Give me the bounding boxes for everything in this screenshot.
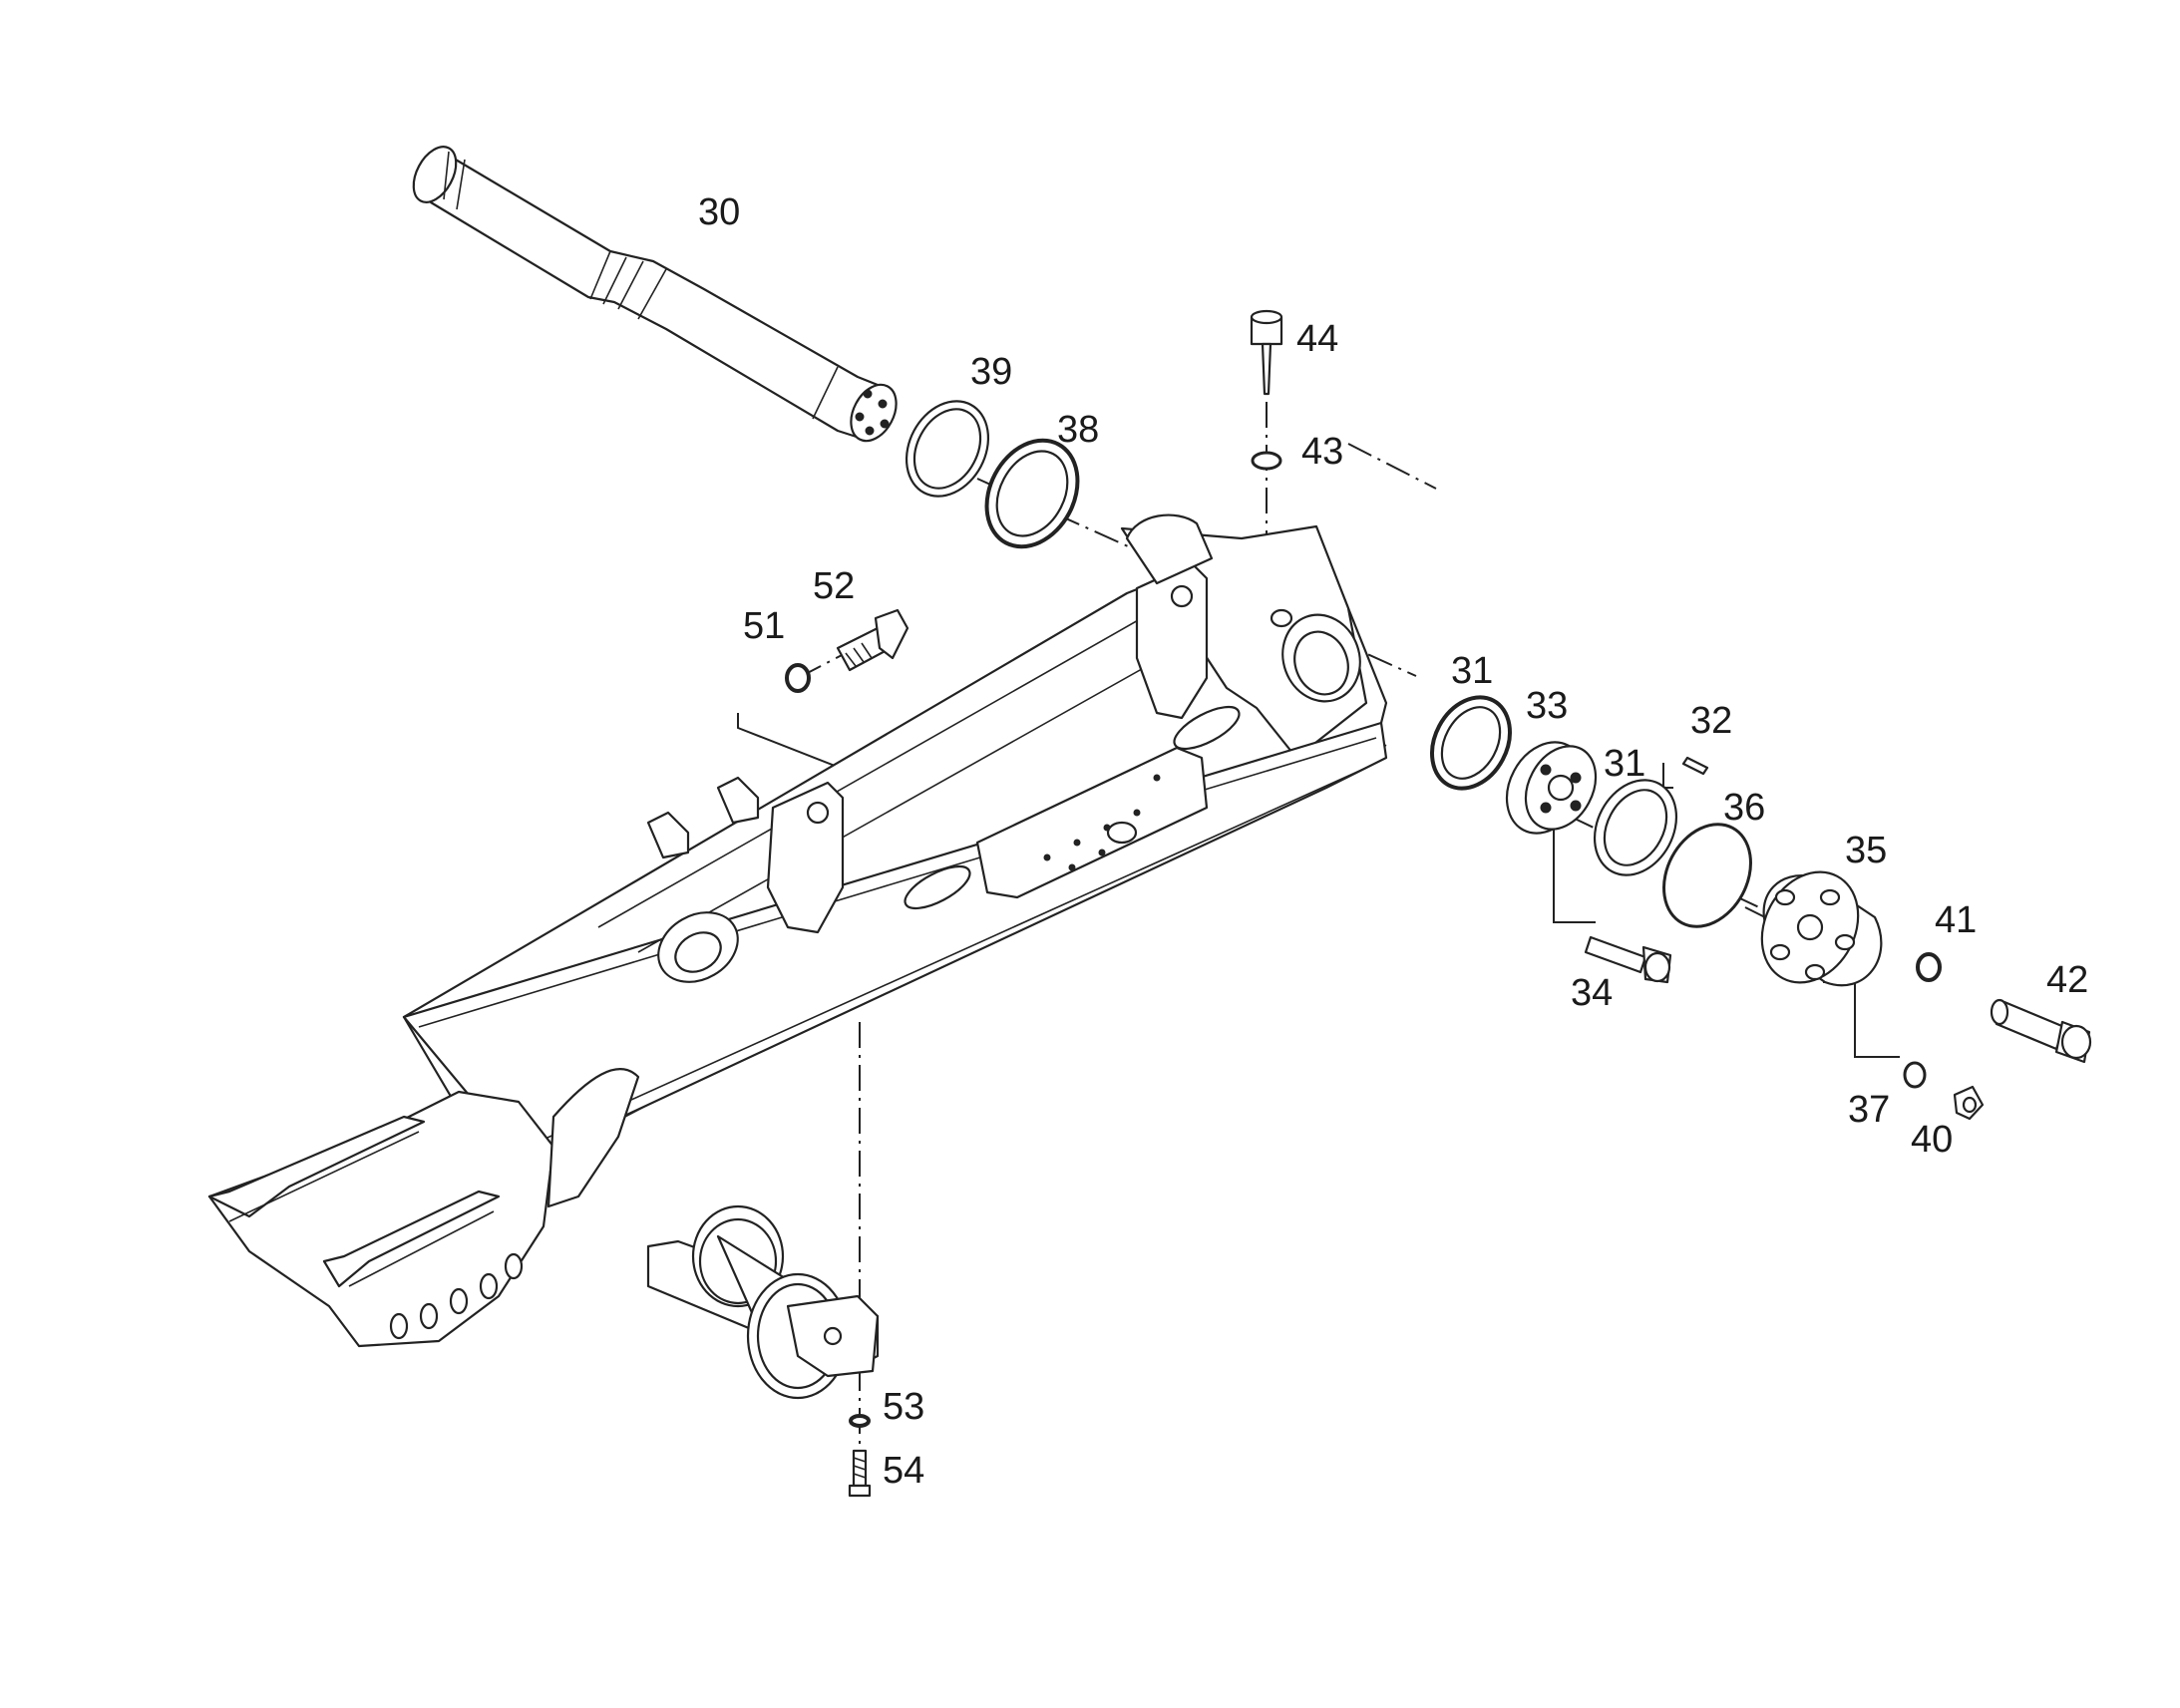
label-51: 51 xyxy=(743,605,785,647)
part-54-bolt xyxy=(848,1449,872,1498)
part-35-end-cover xyxy=(1760,870,1883,987)
label-38: 38 xyxy=(1057,409,1099,451)
part-53-washer xyxy=(849,1414,871,1428)
label-32: 32 xyxy=(1690,700,1732,742)
label-31-outer: 31 xyxy=(1451,650,1493,692)
part-30-pin xyxy=(412,146,898,443)
part-31-seal-ring xyxy=(1430,695,1512,791)
part-34-bolt xyxy=(1584,935,1672,984)
label-53: 53 xyxy=(883,1386,924,1428)
part-44-grease-fitting xyxy=(1250,309,1283,396)
part-31-seal-ring xyxy=(1593,779,1678,876)
part-33-collar xyxy=(1505,741,1598,835)
part-32-pin xyxy=(1681,756,1709,776)
part-41-washer xyxy=(1916,952,1942,982)
part-43-o-ring xyxy=(1251,451,1282,471)
part-52-bolt xyxy=(836,608,909,672)
label-31-inner: 31 xyxy=(1604,743,1645,785)
bottom-roller xyxy=(646,1204,880,1400)
label-30: 30 xyxy=(698,191,740,233)
label-52: 52 xyxy=(813,565,855,607)
part-37-o-ring xyxy=(1903,1061,1927,1089)
label-37: 37 xyxy=(1848,1089,1890,1131)
label-42: 42 xyxy=(2046,959,2088,1001)
label-43: 43 xyxy=(1301,431,1343,473)
part-51-washer xyxy=(785,663,811,693)
label-44: 44 xyxy=(1296,318,1338,360)
label-39: 39 xyxy=(970,351,1012,393)
callout-labels: 30 39 38 44 43 52 51 31 33 32 31 36 35 4… xyxy=(698,191,2088,1492)
label-36: 36 xyxy=(1723,787,1765,829)
label-35: 35 xyxy=(1845,830,1887,871)
part-40-plug xyxy=(1953,1085,1985,1121)
label-41: 41 xyxy=(1935,899,1977,941)
track-frame xyxy=(207,513,1388,1348)
label-34: 34 xyxy=(1571,972,1613,1014)
label-33: 33 xyxy=(1526,685,1568,727)
label-40: 40 xyxy=(1911,1119,1953,1161)
part-42-bolt xyxy=(1990,998,2092,1064)
part-39-seal-ring xyxy=(905,400,990,498)
part-36-o-ring xyxy=(1662,823,1752,928)
part-38-seal-ring xyxy=(984,438,1080,549)
label-54: 54 xyxy=(883,1450,924,1492)
